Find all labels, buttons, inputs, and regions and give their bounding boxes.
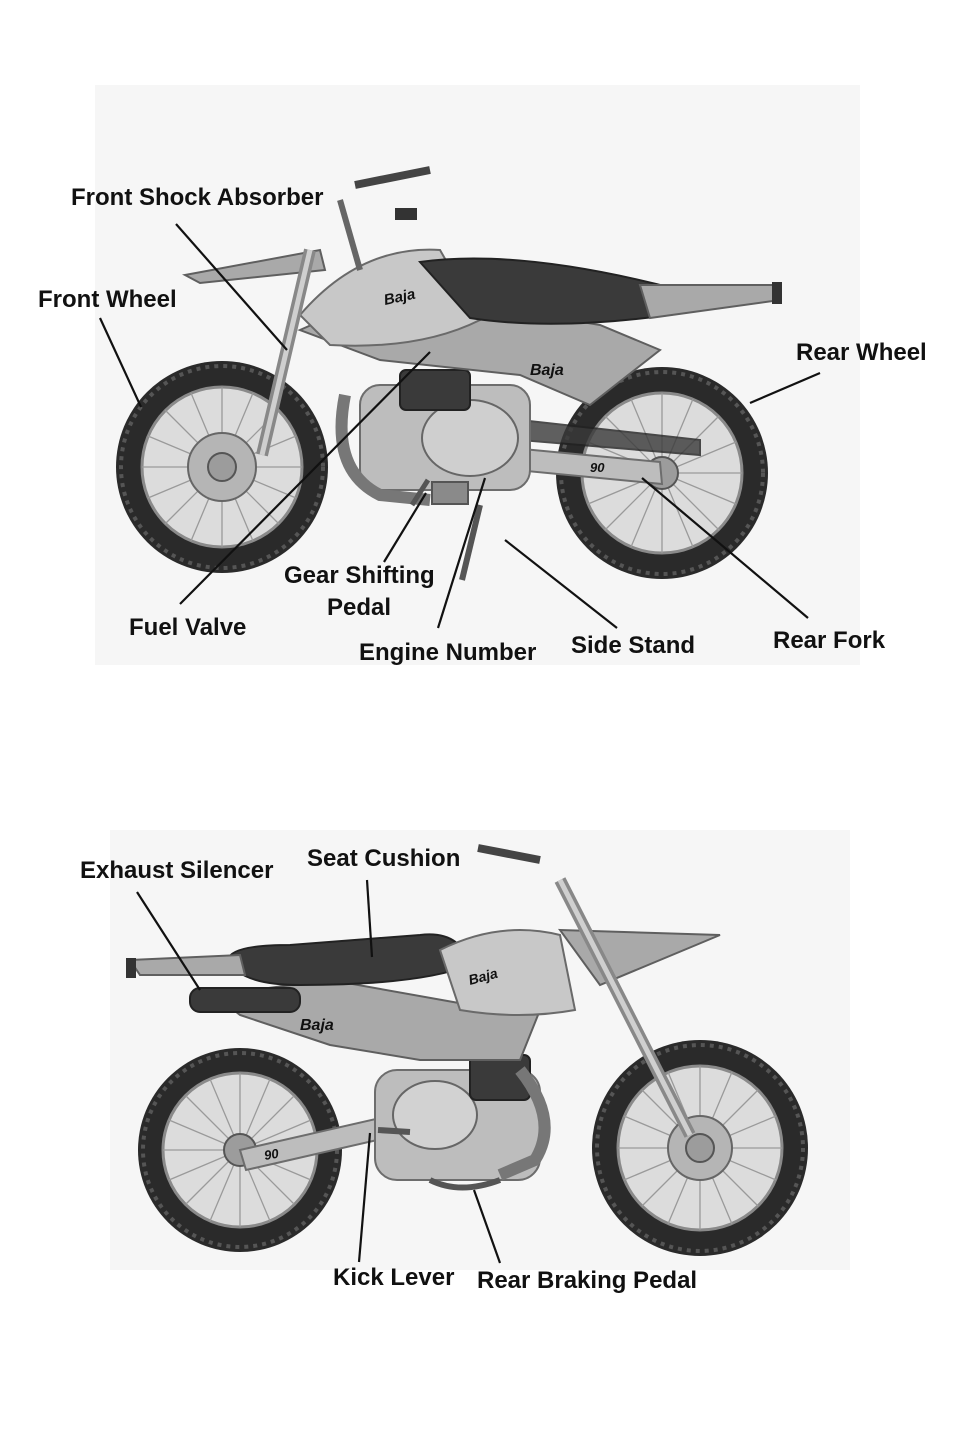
swingarm-decal-bottom: 90 — [263, 1146, 281, 1163]
leader-gear-shifting-pedal — [383, 492, 427, 563]
leader-front-wheel — [99, 317, 142, 408]
leader-rear-braking-pedal — [472, 1189, 502, 1264]
label-rear-wheel: Rear Wheel — [796, 339, 927, 366]
label-engine-number: Engine Number — [359, 639, 536, 666]
front-wheel-top — [116, 361, 328, 573]
side-decal-brand-top: Baja — [530, 362, 564, 379]
label-gear-shifting-pedal-line1: Gear Shifting — [284, 562, 435, 589]
leader-exhaust-silencer — [136, 891, 201, 991]
label-fuel-valve: Fuel Valve — [129, 614, 246, 641]
tank-decal-brand-top: Baja — [382, 286, 417, 309]
leader-rear-wheel — [749, 371, 821, 405]
leader-seat-cushion — [365, 879, 374, 958]
side-decal-brand-bottom: Baja — [300, 1017, 334, 1034]
label-exhaust-silencer: Exhaust Silencer — [80, 857, 273, 884]
leader-side-stand — [504, 539, 618, 629]
swingarm-decal-top: 90 — [590, 460, 605, 475]
leader-fuel-valve — [179, 351, 431, 605]
leader-front-shock-absorber — [175, 223, 288, 351]
engine-top — [359, 369, 531, 505]
tank-decal-brand-bottom: Baja — [467, 965, 500, 988]
label-rear-fork: Rear Fork — [773, 627, 886, 654]
label-seat-cushion: Seat Cushion — [307, 845, 460, 872]
motorcycle-right-side-view: 90 Baja Baja — [110, 830, 850, 1270]
front-wheel-bottom — [592, 1040, 808, 1256]
label-front-wheel: Front Wheel — [38, 286, 177, 313]
leader-kick-lever — [357, 1132, 372, 1263]
engine-bottom — [374, 1054, 541, 1181]
label-kick-lever: Kick Lever — [333, 1264, 454, 1291]
leader-engine-number — [436, 477, 487, 629]
label-rear-braking-pedal: Rear Braking Pedal — [477, 1267, 697, 1294]
exhaust-silencer-shape — [189, 987, 301, 1013]
fuel-tank-bottom — [438, 929, 577, 1016]
motorcycle-left-side-view: 90 Baja Baja — [95, 85, 860, 665]
label-side-stand: Side Stand — [571, 632, 695, 659]
label-front-shock-absorber: Front Shock Absorber — [71, 184, 323, 211]
label-gear-shifting-pedal-line2: Pedal — [327, 594, 391, 621]
leader-rear-fork — [641, 477, 809, 619]
side-stand-shape-top — [459, 504, 483, 581]
